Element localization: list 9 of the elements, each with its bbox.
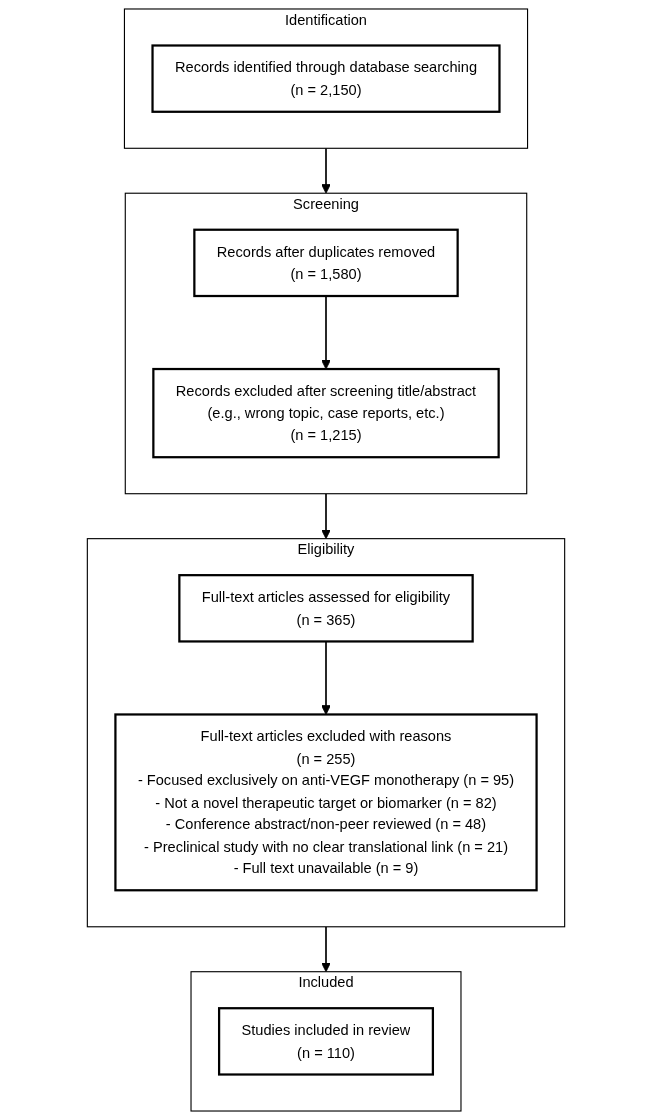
- node-box: Records after duplicates removed (n = 1,580): [193, 228, 459, 298]
- node-box: Full-text articles excluded with reasons (n = 255) - Focused exclusively on anti-VEGF monotherapy (n = 95) - Not a novel therapeutic target or biomarker (n = 82) - Conference abstract/non-peer reviewed (n = 48) - Preclinical study with no clear translational link (n = 21) - Full text unavailable (n = 9): [114, 713, 538, 892]
- arrow: [321, 147, 331, 194]
- node-box: Full-text articles assessed for eligibility (n = 365): [178, 574, 474, 643]
- arrow: [321, 492, 331, 540]
- arrow: [321, 925, 331, 973]
- node-box: Records identified through database searching (n = 2,150): [151, 44, 501, 113]
- node-box: Records excluded after screening title/abstract (e.g., wrong topic, case reports, etc.) (n = 1,215): [152, 367, 500, 459]
- node-box: Studies included in review (n = 110): [217, 1007, 435, 1076]
